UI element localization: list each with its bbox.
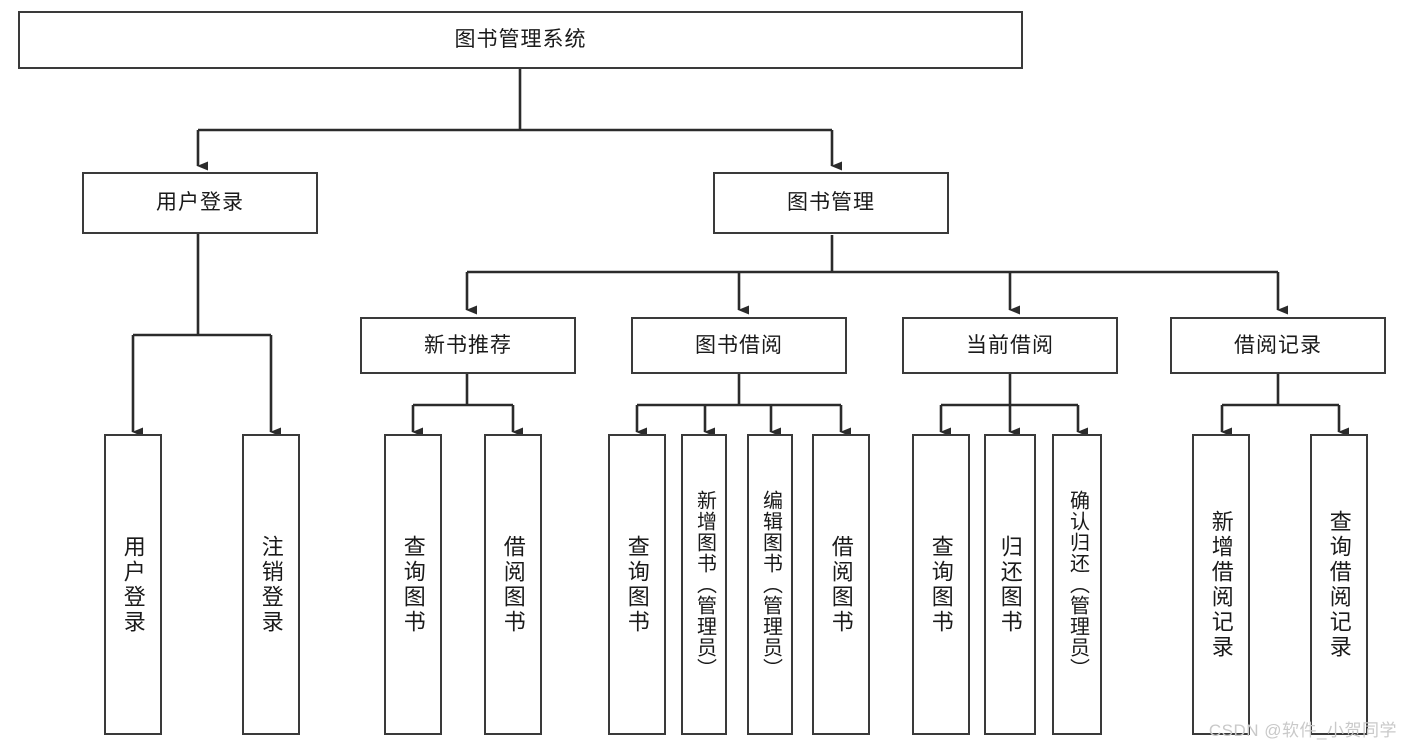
node-label: 新增图书（管理员）	[693, 490, 716, 679]
node-label: 借阅图书	[828, 534, 854, 635]
leaf-new-book-query[interactable]: 查询图书	[384, 434, 442, 735]
leaf-record-query-record[interactable]: 查询借阅记录	[1310, 434, 1368, 735]
node-label: 用户登录	[156, 191, 244, 215]
leaf-current-confirm-return-admin[interactable]: 确认归还（管理员）	[1052, 434, 1102, 735]
node-label: 借阅图书	[500, 534, 526, 635]
node-book-management[interactable]: 图书管理	[713, 172, 949, 234]
leaf-borrow-borrow-book[interactable]: 借阅图书	[812, 434, 870, 735]
leaf-user-login-logout[interactable]: 注销登录	[242, 434, 300, 735]
node-new-book-recommend[interactable]: 新书推荐	[360, 317, 576, 374]
node-label: 归还图书	[997, 534, 1023, 635]
node-label: 注销登录	[258, 534, 284, 635]
node-label: 借阅记录	[1234, 333, 1322, 357]
node-root-system[interactable]: 图书管理系统	[18, 11, 1023, 69]
leaf-borrow-add-book-admin[interactable]: 新增图书（管理员）	[681, 434, 727, 735]
node-label: 查询图书	[928, 534, 954, 635]
node-label: 编辑图书（管理员）	[759, 490, 782, 679]
leaf-current-return-book[interactable]: 归还图书	[984, 434, 1036, 735]
leaf-current-query-book[interactable]: 查询图书	[912, 434, 970, 735]
node-user-login[interactable]: 用户登录	[82, 172, 318, 234]
watermark: CSDN @软件_小贺同学	[1208, 721, 1397, 740]
node-label: 图书管理	[787, 191, 875, 215]
node-label: 确认归还（管理员）	[1066, 490, 1089, 679]
node-label: 图书借阅	[695, 333, 783, 357]
leaf-new-book-borrow[interactable]: 借阅图书	[484, 434, 542, 735]
node-label: 新增借阅记录	[1208, 509, 1234, 660]
node-current-borrow[interactable]: 当前借阅	[902, 317, 1118, 374]
node-label: 当前借阅	[966, 333, 1054, 357]
leaf-user-login-login[interactable]: 用户登录	[104, 434, 162, 735]
leaf-record-add-record[interactable]: 新增借阅记录	[1192, 434, 1250, 735]
node-label: 用户登录	[120, 534, 146, 635]
node-label: 图书管理系统	[454, 28, 587, 52]
leaf-borrow-query-book[interactable]: 查询图书	[608, 434, 666, 735]
node-borrow-record[interactable]: 借阅记录	[1170, 317, 1386, 374]
node-label: 查询借阅记录	[1326, 509, 1352, 660]
node-label: 查询图书	[624, 534, 650, 635]
node-label: 查询图书	[400, 534, 426, 635]
leaf-borrow-edit-book-admin[interactable]: 编辑图书（管理员）	[747, 434, 793, 735]
node-book-borrow[interactable]: 图书借阅	[631, 317, 847, 374]
node-label: 新书推荐	[424, 333, 512, 357]
